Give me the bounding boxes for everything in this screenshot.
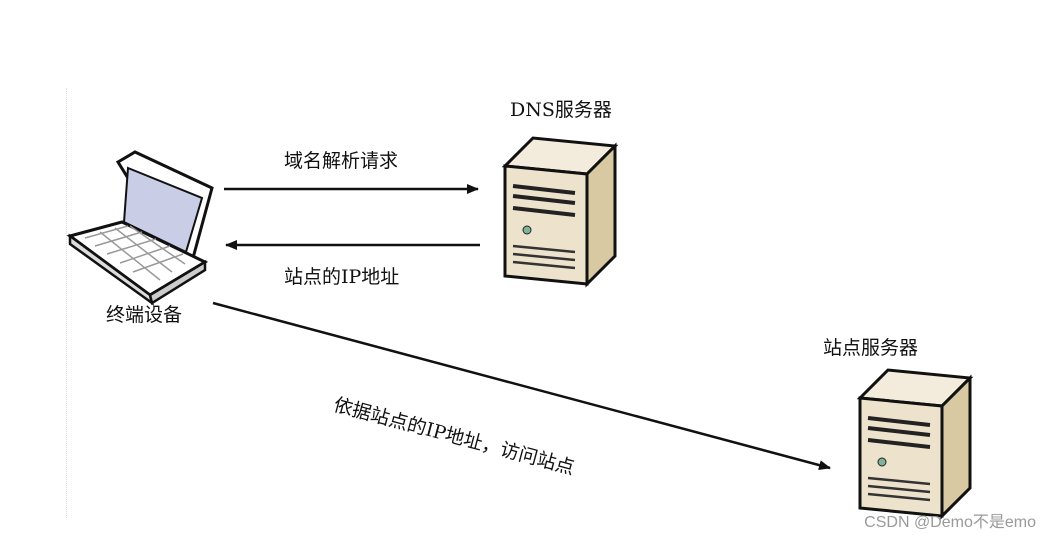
terminal-label: 终端设备	[106, 304, 183, 326]
site-server-icon	[858, 368, 972, 518]
border-line	[66, 88, 67, 518]
ip-response-label: 站点的IP地址	[284, 266, 400, 288]
laptop-icon	[66, 150, 214, 307]
site-access-arrow	[212, 301, 831, 470]
site-server-label: 站点服务器	[823, 337, 919, 359]
dns-request-label: 域名解析请求	[284, 150, 399, 172]
dns-server-label: DNS服务器	[510, 99, 612, 121]
watermark: CSDN @Demo不是emo	[864, 514, 1036, 531]
dns-server-icon	[503, 136, 617, 286]
